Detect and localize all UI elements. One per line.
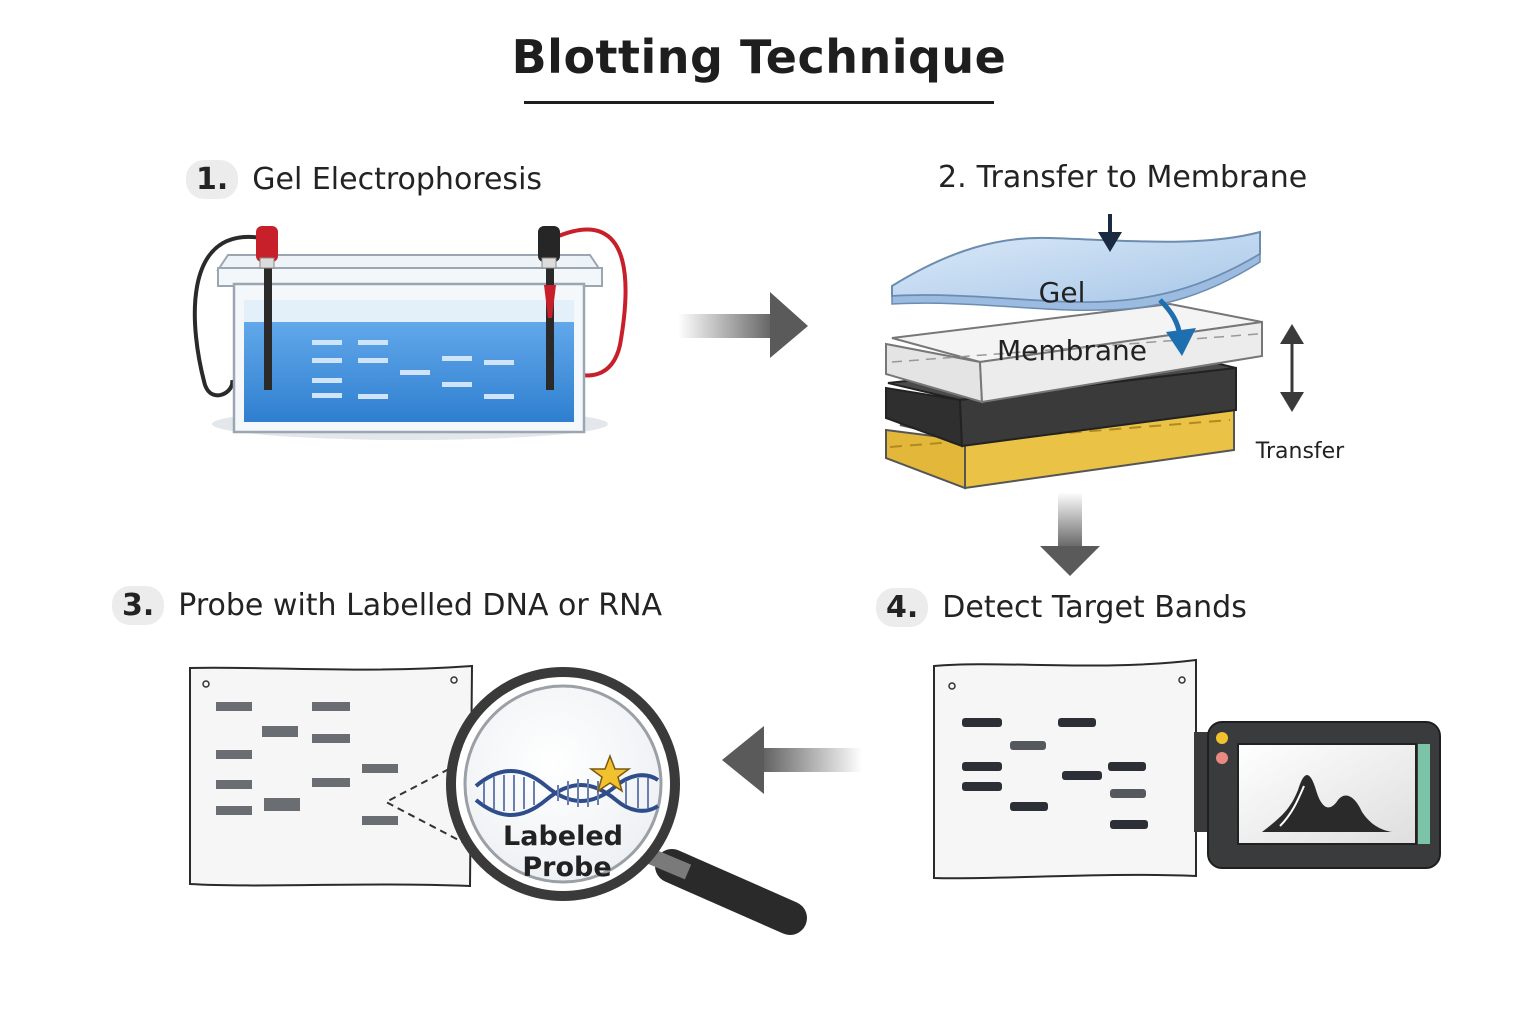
probe-membrane bbox=[189, 664, 474, 888]
imaging-device-icon bbox=[1194, 721, 1441, 869]
step-4-number: 4. bbox=[876, 588, 929, 627]
arrow-right-icon bbox=[678, 292, 808, 358]
electrophoresis-tank-icon bbox=[192, 226, 628, 440]
step-2-number: 2. bbox=[938, 160, 967, 195]
title-underline bbox=[524, 101, 994, 104]
blot-stack-icon: Gel Membrane Transfer bbox=[885, 214, 1345, 490]
star-icon bbox=[588, 753, 632, 793]
step-3-heading: 3. Probe with Labelled DNA or RNA bbox=[112, 586, 662, 625]
step-2-label: Transfer to Membrane bbox=[976, 160, 1308, 195]
probe-label-line1: Labeled bbox=[503, 821, 623, 852]
dna-helix-icon bbox=[474, 769, 660, 817]
step-1-heading: 1. Gel Electrophoresis bbox=[186, 160, 542, 199]
step-1-number: 1. bbox=[186, 160, 239, 199]
detected-membrane bbox=[933, 658, 1197, 880]
membrane-label: Membrane bbox=[997, 334, 1147, 367]
transfer-label: Transfer bbox=[1255, 439, 1345, 464]
arrow-down-icon bbox=[1040, 492, 1100, 576]
magnifier-icon: Labeled Probe bbox=[446, 667, 807, 935]
step-4-heading: 4. Detect Target Bands bbox=[876, 588, 1247, 627]
probe-label-line2: Probe bbox=[522, 852, 611, 883]
step-1-label: Gel Electrophoresis bbox=[252, 162, 543, 197]
gel-label: Gel bbox=[1039, 276, 1086, 309]
page-title: Blotting Technique bbox=[511, 30, 1007, 84]
step-3-number: 3. bbox=[112, 586, 165, 625]
step-4-label: Detect Target Bands bbox=[942, 590, 1247, 625]
step-3-label: Probe with Labelled DNA or RNA bbox=[178, 588, 663, 623]
arrow-left-icon bbox=[722, 726, 862, 794]
step-2-heading: 2. Transfer to Membrane bbox=[938, 160, 1307, 195]
